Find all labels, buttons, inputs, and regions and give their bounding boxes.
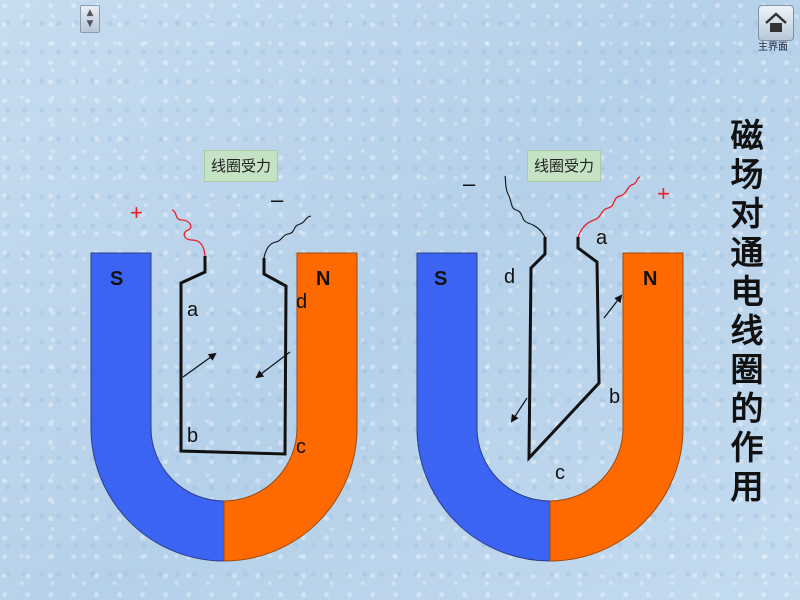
left-plus-sign: + <box>130 200 143 225</box>
left-magnet-north-half <box>223 252 358 562</box>
left-minus-sign: – <box>271 187 284 212</box>
vertical-title: 磁 场 对 通 电 线 圈 的 作 用 <box>722 116 772 506</box>
right-label-c: c <box>555 462 565 484</box>
left-force-arrow-a <box>182 352 217 378</box>
title-char: 场 <box>730 155 764 194</box>
up-arrow-icon: ▲ <box>86 8 94 18</box>
right-negative-lead <box>504 175 546 238</box>
right-label-d: d <box>504 266 515 288</box>
title-char: 圈 <box>730 350 764 389</box>
navigation-arrows-button[interactable]: ▲ ▼ <box>80 5 100 33</box>
right-minus-sign: – <box>463 171 476 196</box>
left-coil-wire <box>179 256 288 456</box>
left-magnet <box>90 252 358 562</box>
title-char: 用 <box>730 467 764 506</box>
left-pole-n: N <box>316 268 330 290</box>
home-icon <box>765 12 787 32</box>
right-coil-wire <box>527 237 601 462</box>
right-label-a: a <box>596 227 608 249</box>
title-char: 通 <box>730 233 764 272</box>
left-magnet-south-half <box>90 252 225 562</box>
title-char: 作 <box>730 428 764 467</box>
left-label-b: b <box>187 425 198 447</box>
right-plus-sign: + <box>657 181 670 206</box>
right-force-arrow-b <box>603 294 623 319</box>
left-positive-lead <box>171 209 206 257</box>
right-pole-n: N <box>643 268 657 290</box>
left-force-arrow-d <box>255 351 291 379</box>
right-pole-s: S <box>434 268 447 290</box>
left-negative-lead <box>263 215 312 259</box>
title-char: 磁 <box>730 116 764 155</box>
right-positive-lead <box>577 176 641 238</box>
title-char: 对 <box>730 194 764 233</box>
title-char: 电 <box>730 272 764 311</box>
right-caption: 线圈受力 <box>527 150 602 182</box>
right-magnet-south-half <box>416 252 551 562</box>
right-force-arrow-d <box>510 397 528 423</box>
title-char: 的 <box>730 389 764 428</box>
left-pole-s: S <box>110 268 123 290</box>
left-label-a: a <box>187 299 199 321</box>
home-button[interactable] <box>758 5 794 41</box>
title-char: 线 <box>730 311 764 350</box>
left-caption: 线圈受力 <box>204 150 279 182</box>
right-magnet <box>416 252 684 562</box>
left-label-d: d <box>296 291 307 313</box>
left-label-c: c <box>296 436 306 458</box>
down-arrow-icon: ▼ <box>86 19 94 29</box>
right-label-b: b <box>609 386 620 408</box>
home-label: 主界面 <box>758 42 788 53</box>
right-magnet-north-half <box>549 252 684 562</box>
